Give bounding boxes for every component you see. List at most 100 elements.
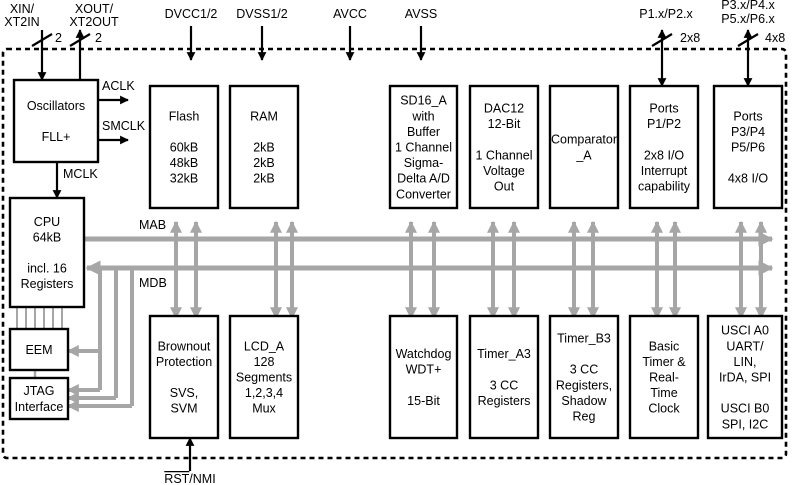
timera-box — [468, 314, 540, 440]
sd16-box — [388, 84, 459, 210]
basictimer-text-4: Clock — [648, 402, 680, 416]
timera-text-3: Registers — [478, 394, 531, 408]
sd16-text-2: Buffer — [407, 125, 440, 139]
brownout-box — [148, 314, 220, 440]
ports36-box — [712, 84, 784, 210]
rst-label: RST — [164, 472, 189, 485]
usci-text-5: USCI B0 — [721, 402, 770, 416]
basictimer-text-2: Real- — [649, 371, 679, 385]
ports36-text-0: Ports — [733, 109, 762, 123]
timera-text-0: Timer_A3 — [477, 347, 531, 361]
xout-label-1: XOUT/ — [75, 2, 114, 16]
jtag-block: JTAG Interface — [8, 376, 70, 421]
sd16-text-5: Delta A/D — [397, 172, 450, 186]
sd16-text-3: 1 Channel — [395, 141, 452, 155]
flash-text-2: 60kB — [170, 141, 199, 155]
basictimer-text-3: Time — [650, 386, 677, 400]
lcd-box — [228, 314, 300, 440]
timerb-text-0: Timer_B3 — [557, 332, 611, 346]
ports12-text-1: P1/P2 — [647, 117, 681, 131]
lcd-text-2: Segments — [236, 371, 292, 385]
dvss-label: DVSS1/2 — [236, 7, 287, 21]
comp-text-1: _A — [575, 148, 592, 162]
timerb-text-4: Shadow — [561, 394, 607, 408]
osc-text-2: FLL+ — [42, 130, 71, 144]
xin-label-1: XIN/ — [10, 2, 35, 16]
xin-width: 2 — [55, 31, 62, 45]
basictimer-text-1: Timer & — [642, 355, 686, 369]
avss-label: AVSS — [405, 7, 437, 21]
ports12-text-0: Ports — [649, 102, 678, 116]
ports12-text-4: Interrupt — [641, 164, 688, 178]
mab-label: MAB — [139, 218, 166, 232]
usci-text-1: UART/ — [726, 339, 764, 353]
p12-width: 2x8 — [680, 31, 700, 45]
p12-label: P1.x/P2.x — [639, 7, 693, 21]
ports12-box — [628, 84, 700, 210]
timera-text-2: 3 CC — [490, 378, 518, 392]
ram-box — [228, 84, 300, 210]
brownout-text-3: SVS, — [170, 386, 199, 400]
avcc-label: AVCC — [333, 7, 367, 21]
lcd-text-3: 1,2,3,4 — [245, 386, 283, 400]
xout-width: 2 — [95, 31, 102, 45]
rst-nmi-label: RST/NMI — [164, 472, 215, 485]
xout-label-2: XT2OUT — [69, 15, 119, 29]
usci-box — [706, 314, 784, 440]
p12-bus-slash — [651, 33, 673, 47]
brownout-text-0: Brownout — [158, 339, 211, 353]
timerb-text-5: Reg — [573, 410, 596, 424]
dac12-text-1: 12-Bit — [488, 117, 521, 131]
mclk-label: MCLK — [63, 167, 98, 181]
flash-box — [148, 84, 220, 210]
mdb-label: MDB — [139, 276, 167, 290]
ports36-text-4: 4x8 I/O — [728, 172, 769, 186]
sd16-text-4: Sigma- — [404, 156, 444, 170]
timera-block: Timer_A3 3 CC Registers — [468, 314, 540, 440]
eem-box — [8, 327, 70, 372]
wdt-box — [388, 314, 459, 440]
eem-text-0: EEM — [25, 343, 52, 357]
comp-text-0: Comparator — [551, 133, 617, 147]
osc-text-0: Oscillators — [27, 99, 85, 113]
jtag-text-0: JTAG — [23, 384, 54, 398]
signal-lines — [31, 26, 759, 471]
nmi-label: /NMI — [189, 472, 215, 485]
cpu-text-3: incl. 16 — [27, 262, 67, 276]
usci-text-0: USCI A0 — [721, 324, 769, 338]
aclk-label: ACLK — [102, 79, 135, 93]
p36-label-1: P3.x/P4.x — [721, 0, 775, 12]
ports36-text-2: P5/P6 — [731, 141, 765, 155]
cpu-text-0: CPU — [34, 215, 60, 229]
xout-bus-slash — [69, 33, 91, 47]
dac12-text-0: DAC12 — [484, 102, 524, 116]
dac12-box — [468, 84, 540, 210]
sd16-text-0: SD16_A — [400, 94, 447, 108]
basictimer-text-0: Basic — [649, 339, 680, 353]
wdt-text-3: 15-Bit — [407, 394, 440, 408]
dac12-text-4: Voltage — [483, 164, 525, 178]
p36-bus-slash — [737, 33, 759, 47]
comp-box — [548, 84, 620, 210]
flash-text-3: 48kB — [170, 156, 199, 170]
chip-boundary — [1, 47, 788, 460]
ram-text-2: 2kB — [253, 141, 275, 155]
osc-box — [12, 78, 100, 164]
jtag-text-1: Interface — [15, 400, 64, 414]
sd16-text-1: with — [411, 109, 434, 123]
wdt-text-0: Watchdog — [396, 347, 452, 361]
ram-text-0: RAM — [250, 109, 278, 123]
eem-block: EEM — [8, 327, 70, 372]
dvcc-label: DVCC1/2 — [165, 7, 218, 21]
